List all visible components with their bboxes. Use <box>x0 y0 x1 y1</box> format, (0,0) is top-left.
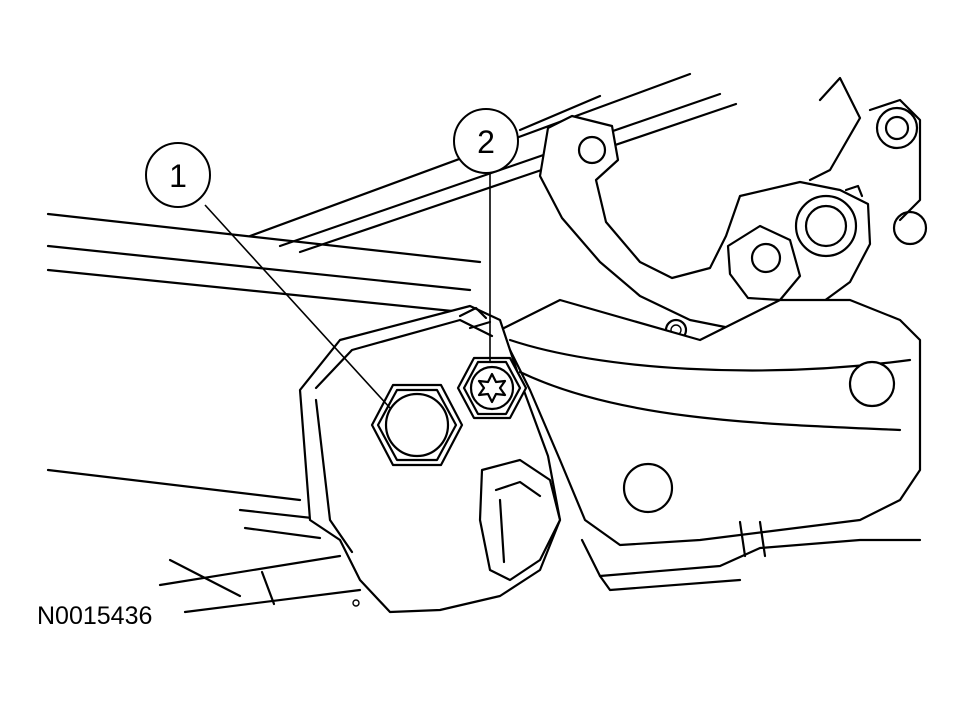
torx-bolt <box>456 356 528 420</box>
figure-id: N0015436 <box>37 602 152 630</box>
hex-bolt <box>370 383 464 467</box>
callout-2: 2 <box>453 108 519 174</box>
torx-star-icon <box>477 372 507 404</box>
callout-2-label: 2 <box>477 124 495 160</box>
callout-1: 1 <box>145 142 211 208</box>
callout-1-label: 1 <box>169 158 187 194</box>
latch-bracket <box>538 76 928 342</box>
leader-line-1 <box>204 204 391 409</box>
hinge-plate <box>498 298 922 592</box>
